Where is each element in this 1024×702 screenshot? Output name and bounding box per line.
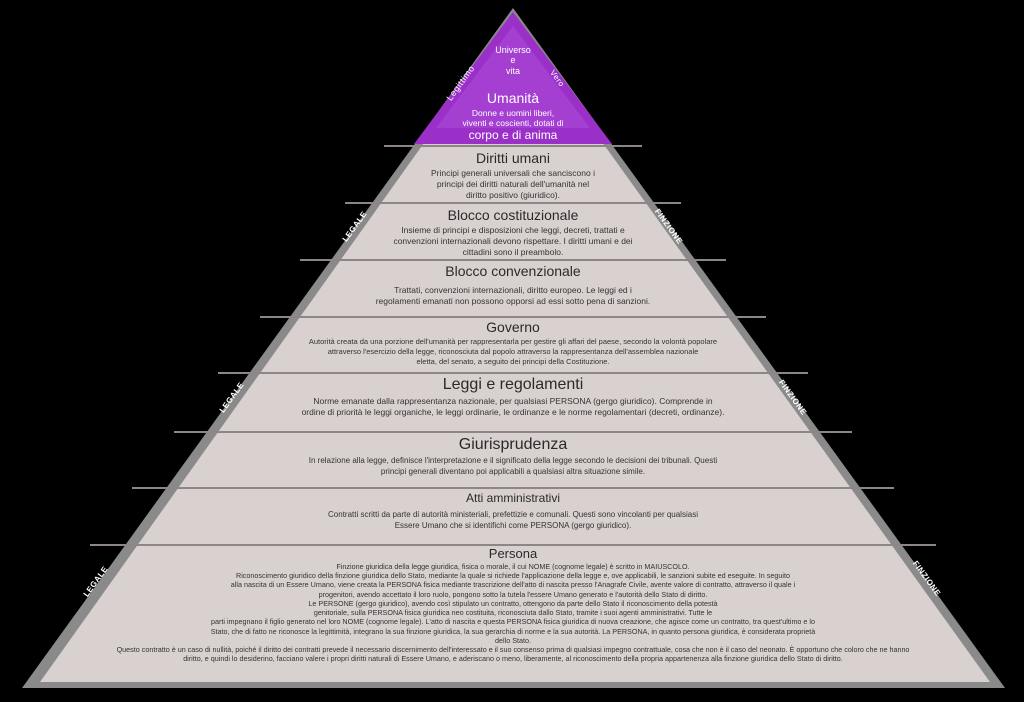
level-giurisprudenza: Giurisprudenza In relazione alla legge, …	[184, 436, 842, 477]
level-title: Leggi e regolamenti	[442, 376, 584, 393]
level-persona: Persona Finzione giuridica della legge g…	[60, 546, 966, 663]
level-title: Blocco convenzionale	[445, 263, 581, 279]
level-title: Diritti umani	[476, 150, 550, 166]
level-desc: Contratti scritti da parte di autorità m…	[328, 510, 698, 530]
level-leggi-regolamenti: Leggi e regolamenti Norme emanate dalla …	[226, 376, 800, 418]
level-title: Persona	[488, 546, 538, 561]
level-desc: Insieme di principi e disposizioni che l…	[393, 225, 633, 258]
level-desc: In relazione alla legge, definisce l'int…	[308, 456, 718, 476]
pyramid-apex-inner	[436, 26, 590, 128]
level-desc: Finzione giuridica della legge giuridica…	[116, 562, 910, 664]
level-desc: Autorità creata da una porzione dell'uma…	[308, 337, 718, 366]
level-diritti-umani: Diritti umani Principi generali universa…	[400, 150, 626, 202]
band-lines	[90, 145, 936, 546]
level-blocco-convenzionale: Blocco convenzionale Trattati, convenzio…	[312, 263, 714, 307]
level-desc: Trattati, convenzioni internazionali, di…	[375, 285, 651, 307]
level-desc: Principi generali universali che sancisc…	[431, 168, 595, 201]
level-desc: Norme emanate dalla rappresentanza nazio…	[301, 396, 725, 418]
level-title: Atti amministrativi	[465, 491, 560, 505]
apex-top-text: Universo e vita	[495, 45, 531, 76]
apex-title: Umanità Donne e uomini liberi, viventi e…	[462, 90, 564, 143]
level-blocco-costituzionale: Blocco costituzionale Insieme di princip…	[352, 207, 674, 259]
level-atti-amministrativi: Atti amministrativi Contratti scritti da…	[142, 491, 884, 531]
level-title: Giurisprudenza	[458, 436, 568, 453]
level-title: Blocco costituzionale	[447, 207, 579, 223]
pyramid-body	[40, 18, 990, 682]
level-title: Governo	[486, 319, 540, 335]
level-governo: Governo Autorità creata da una porzione …	[268, 319, 758, 367]
